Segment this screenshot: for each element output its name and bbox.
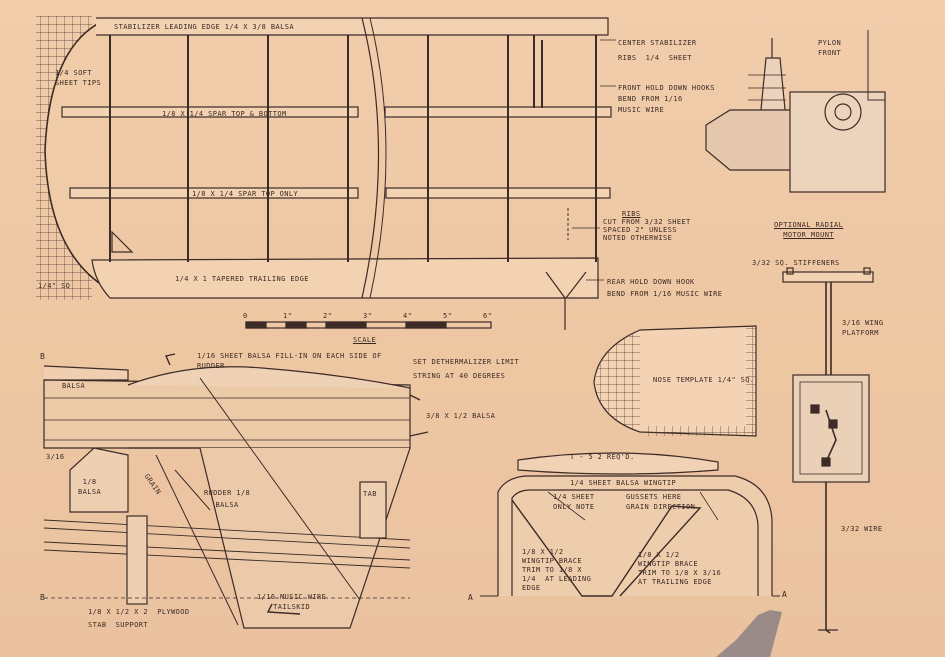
spar-top-only-left: [69, 187, 359, 199]
label-nose-template: NOSE TEMPLATE 1/4" SQ.: [653, 376, 755, 384]
label-section-b-bottom: B: [40, 593, 46, 602]
label-spar-top-bottom: 1/8 X 1/4 SPAR TOP & BOTTOM: [162, 110, 287, 118]
engine-crankcase: [705, 109, 796, 171]
pylon-assembly: [782, 267, 874, 634]
label-brace-left: 1/8 X 1/2 WINGTIP BRACE TRIM TO 1/8 X 1/…: [522, 548, 592, 592]
tailskid-wire: [266, 603, 301, 615]
label-rudder: RUDDER 1/8 BALSA: [204, 489, 251, 509]
scale-tick-3: 3": [363, 312, 373, 320]
rear-hold-down-hook: [545, 271, 587, 330]
leader-lines: [572, 39, 616, 281]
label-front-hooks: FRONT HOLD DOWN HOOKS BEND FROM 1/16 MUS…: [618, 84, 715, 114]
label-ribs-title: RIBS: [622, 210, 641, 218]
plywood-stab-support: [126, 515, 148, 605]
stabilizer-leading-edge: [96, 17, 609, 36]
scale-tick-4: 4": [403, 312, 413, 320]
label-plywood: 1/8 X 1/2 X 2 PLYWOOD STAB SUPPORT: [88, 608, 190, 629]
label-soft-tips: 1/4 SOFT SHEET TIPS: [55, 69, 102, 87]
scale-bar: [245, 321, 492, 329]
scale-tick-6: 6": [483, 312, 493, 320]
label-balsa-18: 1/8 BALSA: [78, 478, 102, 496]
label-spar-top-only: 1/8 X 1/4 SPAR TOP ONLY: [192, 190, 299, 198]
label-pylon-front: PYLON FRONT: [818, 39, 842, 57]
top-balsa-block: [43, 365, 129, 381]
wingtip-assembly: [480, 452, 782, 657]
pylon-wire: [825, 482, 831, 634]
scale-tick-5: 5": [443, 312, 453, 320]
label-dim-316: 3/16: [46, 453, 65, 461]
stabilizer-trailing-edge: [91, 257, 599, 299]
stabilizer-ribs: [109, 35, 597, 262]
spar-top-bottom-right: [384, 106, 612, 118]
label-dethermalizer: SET DETHERMALIZER LIMIT STRING AT 40 DEG…: [413, 358, 520, 380]
rudder-tab: [359, 481, 387, 539]
nose-template: [593, 325, 757, 437]
stabilizer-tip-outline: [44, 17, 111, 291]
label-section-b-top: B: [40, 352, 46, 361]
stab-crossing-lines: [43, 519, 411, 569]
label-wing-platform: 3/16 WING PLATFORM: [842, 319, 884, 337]
rudder-assembly: [43, 353, 429, 629]
label-balsa: BALSA: [62, 382, 86, 390]
firewall-plate: [789, 91, 886, 193]
label-ribs-note: CUT FROM 3/32 SHEET SPACED 2" UNLESS NOT…: [603, 218, 691, 242]
scale-tick-1: 1": [283, 312, 293, 320]
t5-rib: [517, 452, 719, 475]
rudder-body: [128, 447, 411, 629]
center-line-curve-2: [369, 17, 387, 299]
label-trailing-edge: 1/4 X 1 TAPERED TRAILING EDGE: [175, 275, 309, 283]
engine-cylinder: [759, 38, 787, 121]
engine-mount-circle: [824, 93, 862, 131]
label-wingtip-sheet: 1/4 SHEET BALSA WINGTIP: [570, 479, 677, 487]
label-section-a-right: A: [782, 590, 788, 599]
photo-shadow: [716, 610, 782, 657]
label-center-ribs: CENTER STABILIZER RIBS 1/4 SHEET: [618, 39, 697, 62]
spar-top-bottom-left: [61, 106, 359, 118]
label-sheet-only: 1/4 SHEET ONLY NOTE: [553, 493, 595, 511]
label-stiffeners: 3/32 SQ. STIFFENERS: [752, 259, 840, 267]
fuselage-boom: [43, 379, 411, 449]
label-brace-right: 1/8 X 1/2 WINGTIP BRACE TRIM TO 1/8 X 3/…: [638, 551, 722, 586]
label-tailskid: 1/16 MUSIC WIRE TAILSKID: [257, 593, 327, 611]
corner-gusset: [111, 230, 134, 253]
label-fill-in: 1/16 SHEET BALSA FILL-IN ON EACH SIDE OF…: [197, 352, 382, 370]
label-t5: T - 5 2 REQ'D.: [570, 453, 635, 461]
scale-tick-2: 2": [323, 312, 333, 320]
label-tab: TAB: [363, 490, 377, 498]
label-grid-note: 1/4" SQ: [38, 282, 71, 290]
spar-top-only-right: [385, 187, 611, 199]
label-balsa-38x12: 3/8 X 1/2 BALSA: [426, 412, 496, 420]
rudder-top-curve: [127, 366, 411, 389]
label-leading-edge: STABILIZER LEADING EDGE 1/4 X 3/8 BALSA: [114, 23, 294, 31]
wing-platform: [782, 271, 874, 283]
label-section-a-left: A: [468, 593, 474, 602]
stabilizer-plan: [36, 16, 616, 330]
label-gussets: GUSSETS HERE GRAIN DIRECTION: [626, 493, 696, 511]
wingtip-braces: [511, 499, 702, 597]
label-rear-hook: REAR HOLD DOWN HOOK BEND FROM 1/16 MUSIC…: [607, 278, 723, 298]
radial-motor-mount: [705, 30, 886, 193]
label-wire: 3/32 WIRE: [841, 525, 883, 533]
center-line-curve: [361, 17, 380, 299]
balsa-18-block: [69, 447, 129, 513]
scale-title: SCALE: [353, 336, 377, 344]
scale-tick-0: 0: [243, 312, 248, 320]
label-motor-mount: OPTIONAL RADIAL MOTOR MOUNT: [774, 221, 844, 239]
